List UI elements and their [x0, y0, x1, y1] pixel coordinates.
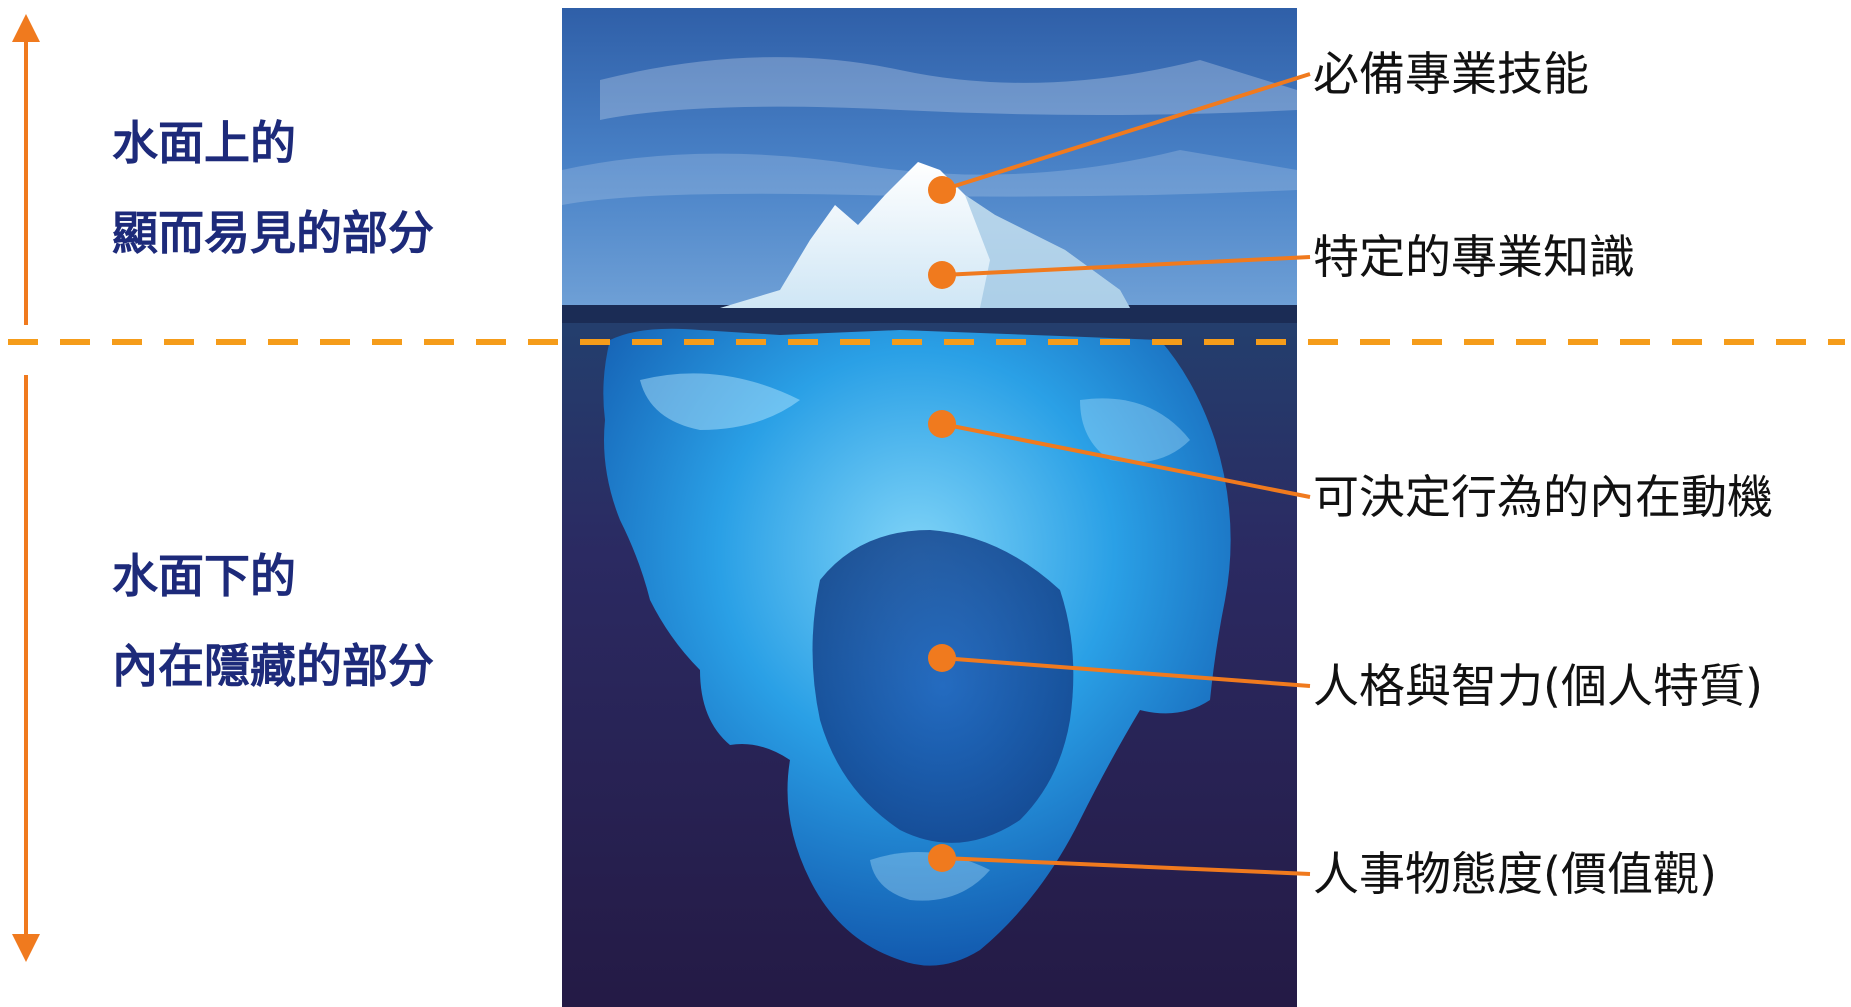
callout-dot — [928, 844, 956, 872]
below-water-arrow — [12, 375, 40, 962]
above-water-label: 水面上的 顯而易見的部分 — [112, 112, 434, 264]
above-water-label-line2: 顯而易見的部分 — [112, 206, 434, 260]
callout-dot — [928, 644, 956, 672]
callout-dot — [928, 176, 956, 204]
above-water-label-line1: 水面上的 — [112, 116, 296, 170]
callout-dot — [928, 261, 956, 289]
above-water-arrow — [12, 14, 40, 325]
callout-dot — [928, 410, 956, 438]
callout-connectors — [928, 72, 1311, 876]
below-water-label-line2: 內在隱藏的部分 — [112, 639, 434, 693]
cloud — [600, 57, 1297, 120]
callout-attitude-values: 人事物態度(價值觀) — [1313, 847, 1717, 901]
callout-specific-knowledge: 特定的專業知識 — [1313, 230, 1635, 284]
below-water-label: 水面下的 內在隱藏的部分 — [112, 545, 434, 697]
callout-personality-intelligence: 人格與智力(個人特質) — [1313, 659, 1763, 713]
below-water-label-line1: 水面下的 — [112, 549, 296, 603]
iceberg-tip-shade — [965, 195, 1130, 308]
sea-surface — [562, 305, 1297, 323]
ice-highlight — [640, 373, 800, 430]
arrow-down-icon — [12, 934, 40, 962]
ice-highlight — [870, 852, 990, 901]
arrow-up-icon — [12, 14, 40, 42]
ice-highlight — [1080, 398, 1190, 463]
callout-professional-skills: 必備專業技能 — [1313, 47, 1589, 101]
iceberg-cave — [812, 530, 1074, 843]
callout-inner-motivation: 可決定行為的內在動機 — [1313, 470, 1773, 524]
